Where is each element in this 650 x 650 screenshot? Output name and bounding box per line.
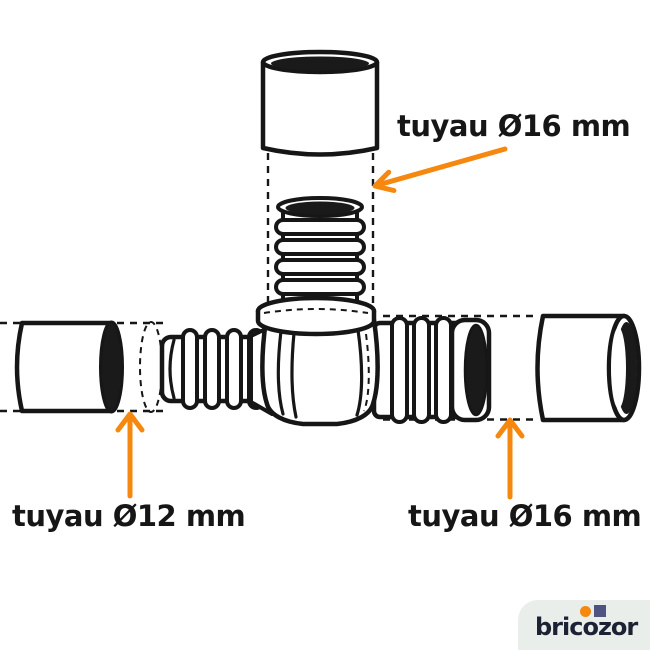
- label-left-outlet: tuyau Ø12 mm: [12, 499, 246, 533]
- tee-fitting-right-barb: [371, 316, 492, 424]
- logo-text: bricozor: [535, 613, 638, 641]
- logo-dot-icon: [580, 606, 591, 617]
- logo-square-icon: [594, 605, 606, 617]
- label-top-outlet: tuyau Ø16 mm: [397, 109, 631, 143]
- right-pipe: [535, 313, 642, 423]
- tee-fitting-top-barb: [274, 196, 366, 306]
- tee-fitting-collar: [255, 295, 377, 337]
- top-outlet-arrow-icon: [372, 146, 508, 193]
- left-outlet-arrow-icon: [115, 411, 145, 499]
- bricozor-logo: bricozor: [518, 600, 650, 650]
- label-right-outlet: tuyau Ø16 mm: [408, 499, 642, 533]
- left-pipe: [14, 320, 124, 414]
- top-pipe: [260, 49, 380, 157]
- right-outlet-arrow-icon: [495, 417, 525, 500]
- tee-fitting-body: [260, 317, 380, 427]
